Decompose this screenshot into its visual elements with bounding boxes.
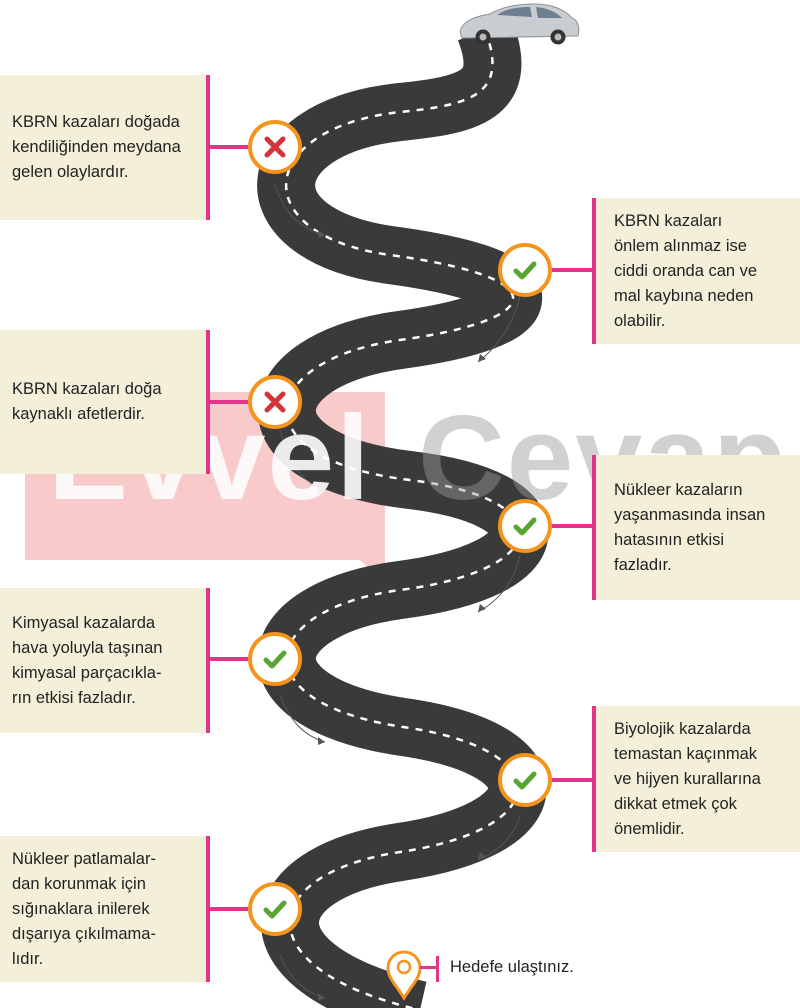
check-icon (513, 517, 537, 536)
card-accent-bar (592, 455, 596, 600)
location-pin-icon (386, 950, 422, 1001)
destination-bar (436, 956, 439, 982)
wrong-icon (264, 136, 286, 158)
destination-connector (420, 966, 436, 969)
arrowhead (318, 993, 325, 1001)
statement-card: Biyolojik kazalarda temastan kaçınmak ve… (596, 706, 800, 852)
card-connector (210, 657, 248, 661)
car-icon (459, 3, 580, 45)
statement-text: KBRN kazaları önlem alınmaz ise ciddi or… (614, 211, 758, 330)
answer-marker (248, 882, 302, 936)
answer-marker (248, 375, 302, 429)
card-connector (552, 524, 592, 528)
arrowhead (318, 230, 325, 238)
guide-arrowheads (318, 230, 486, 1001)
card-accent-bar (206, 588, 210, 733)
statement-text: Kimyasal kazalarda hava yoluyla taşınan … (12, 613, 163, 707)
arrowhead (478, 604, 486, 612)
card-accent-bar (206, 330, 210, 474)
card-accent-bar (592, 706, 596, 852)
check-icon (513, 771, 537, 790)
guide-arrow (477, 294, 521, 363)
statement-card: KBRN kazaları doğada kendiliğinden meyda… (0, 75, 206, 220)
arrowhead (318, 485, 325, 493)
arrowhead (478, 354, 486, 362)
destination-label: Hedefe ulaştınız. (450, 958, 574, 976)
guide-arrow (274, 184, 326, 236)
road-center-line (285, 29, 521, 1008)
card-connector (210, 400, 248, 404)
statement-card: Kimyasal kazalarda hava yoluyla taşınan … (0, 588, 206, 733)
statement-card: KBRN kazaları doğa kaynaklı afetlerdir. (0, 330, 206, 474)
answer-marker (248, 632, 302, 686)
statement-card: Nükleer patlamalar- dan korunmak için sı… (0, 836, 206, 982)
wrong-icon (264, 391, 286, 413)
arrowhead (478, 852, 486, 860)
answer-marker (498, 243, 552, 297)
answer-marker (498, 753, 552, 807)
answer-marker (248, 120, 302, 174)
answer-marker (498, 499, 552, 553)
card-accent-bar (206, 75, 210, 220)
arrowhead (318, 737, 325, 745)
statement-text: Nükleer kazaların yaşanmasında insan hat… (614, 480, 766, 574)
statement-text: Biyolojik kazalarda temastan kaçınmak ve… (614, 719, 761, 838)
statement-text: KBRN kazaları doğa kaynaklı afetlerdir. (12, 380, 162, 423)
card-connector (552, 778, 592, 782)
statement-card: Nükleer kazaların yaşanmasında insan hat… (596, 455, 800, 600)
card-accent-bar (592, 198, 596, 344)
check-icon (263, 650, 287, 669)
card-accent-bar (206, 836, 210, 982)
check-icon (513, 261, 537, 280)
card-connector (210, 907, 248, 911)
check-icon (263, 900, 287, 919)
statement-text: KBRN kazaları doğada kendiliğinden meyda… (12, 113, 181, 181)
card-connector (210, 145, 248, 149)
card-connector (552, 268, 592, 272)
statement-text: Nükleer patlamalar- dan korunmak için sı… (12, 849, 156, 968)
statement-card: KBRN kazaları önlem alınmaz ise ciddi or… (596, 198, 800, 344)
